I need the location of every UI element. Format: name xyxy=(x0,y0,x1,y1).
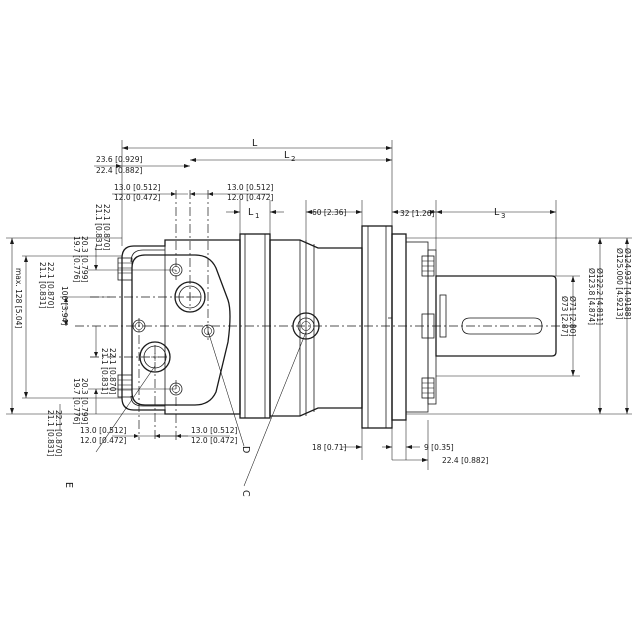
port-C-label: C xyxy=(240,490,251,497)
dim-197-bot: 19.7 [0.776] xyxy=(72,378,81,424)
dim-18: 18 [0.71] xyxy=(312,443,347,452)
dimension-labels: L L 2 23.6 [0.929] 22.4 [0.882] 13.0 [0.… xyxy=(14,138,632,497)
dim-130-top: 13.0 [0.512] xyxy=(114,183,160,192)
dim-60: 60 [2.36] xyxy=(312,208,347,217)
dim-224-bot: 22.4 [0.882] xyxy=(442,456,488,465)
dim-221-top: 22.1 [0.870] xyxy=(102,204,111,250)
dim-120-top: 12.0 [0.472] xyxy=(114,193,160,202)
dim-130-bot2: 13.0 [0.512] xyxy=(191,426,237,435)
dim-L2-sub: 2 xyxy=(291,155,295,163)
dim-1222: Ø122.2 [4.811] xyxy=(595,268,604,325)
dim-120-top2: 12.0 [0.472] xyxy=(227,193,273,202)
dim-197-top: 19.7 [0.776] xyxy=(72,236,81,282)
dim-236: 23.6 [0.929] xyxy=(96,155,142,164)
dim-211-left: 21.1 [0.831] xyxy=(38,262,47,308)
dim-L-label: L xyxy=(252,138,258,149)
dim-203-bot: 20.3 [0.799] xyxy=(80,378,89,424)
center-lines xyxy=(75,190,580,440)
dim-73: Ø73 [2.87] xyxy=(560,296,569,336)
dim-71: Ø71 [2.80] xyxy=(568,296,577,336)
dim-L1-label: L xyxy=(248,207,254,218)
motor-body xyxy=(121,225,557,429)
dim-120-bot: 12.0 [0.472] xyxy=(80,436,126,445)
dim-1238: Ø123.8 [4.874] xyxy=(587,268,596,325)
dim-120-bot2: 12.0 [0.472] xyxy=(191,436,237,445)
dim-221-bot: 22.1 [0.870] xyxy=(54,410,63,456)
dim-L3-label: L xyxy=(494,207,500,218)
dim-L2-label: L xyxy=(284,150,290,161)
dim-9: 9 [0.35] xyxy=(424,443,454,452)
dim-224: 22.4 [0.882] xyxy=(96,166,142,175)
dimension-lines xyxy=(6,140,632,487)
dim-L1-sub: 1 xyxy=(255,212,259,220)
dim-32: 32 [1.26] xyxy=(400,209,435,218)
dim-130-bot: 13.0 [0.512] xyxy=(80,426,126,435)
dim-124937: Ø124.937 [4.9188] xyxy=(623,248,632,319)
dim-211-mid: 21.1 [0.831] xyxy=(100,348,109,394)
port-E-label: E xyxy=(63,482,74,488)
dim-100: 100 [3.94] xyxy=(60,286,69,325)
dim-L3-sub: 3 xyxy=(501,212,505,220)
dim-130-top2: 13.0 [0.512] xyxy=(227,183,273,192)
dim-221-mid: 22.1 [0.870] xyxy=(108,348,117,394)
dim-211-bot: 21.1 [0.831] xyxy=(46,410,55,456)
dim-211-top: 21.1 [0.831] xyxy=(94,204,103,250)
port-D-label: D xyxy=(240,446,251,453)
dim-221-left: 22.1 [0.870] xyxy=(46,262,55,308)
dim-128: max. 128 [5.04] xyxy=(14,268,23,328)
dim-125000: Ø125.000 [4.9213] xyxy=(615,248,624,319)
dim-203-top: 20.3 [0.799] xyxy=(80,236,89,282)
